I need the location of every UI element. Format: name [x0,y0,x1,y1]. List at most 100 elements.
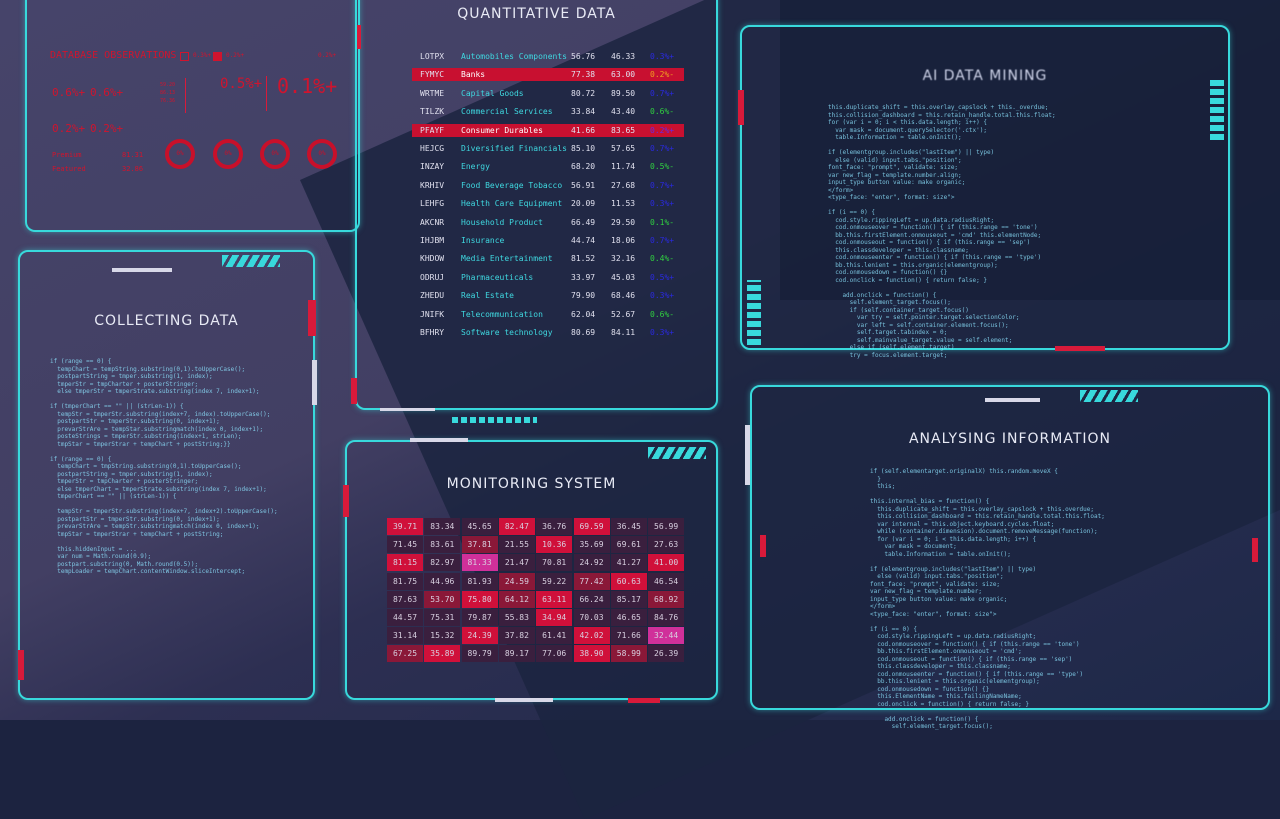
cell-a: 79.90 [571,291,596,301]
cell-b: 43.40 [611,107,636,117]
heatmap-cell: 71.45 [387,536,423,554]
heatmap-cell: 37.81 [461,536,498,554]
heatmap-cell: 89.17 [498,645,535,663]
observations-panel [25,0,360,232]
cell-c: 0.6%- [650,107,675,117]
cell-b: 52.67 [611,309,636,319]
collecting-code-block: if (range == 0) { tempChart = tempString… [50,358,278,575]
ai-data-mining-panel [740,25,1230,350]
quantitative-title: QUANTITATIVE DATA [457,6,616,22]
heatmap-cell: 89.79 [461,645,498,663]
heatmap-cell: 71.66 [610,627,647,645]
cell-name: Software technology [461,328,553,337]
ai-data-mining-title: AI DATA MINING [922,68,1048,84]
heatmap-cell: 46.65 [610,609,647,626]
cell-name: Capital Goods [461,88,524,98]
heatmap-cell: 45.65 [461,518,498,535]
heatmap-cell: 21.55 [498,536,535,554]
heatmap-cell: 81.75 [387,572,423,590]
metric-value: 0.2%+ [90,122,124,135]
cell-c: 0.7%+ [650,88,675,98]
cell-code: PFAYF [420,125,445,135]
cell-name: Automobiles Components [461,52,567,61]
heatmap-cell: 35.89 [424,645,461,663]
cell-name: Diversified Financials [461,144,567,153]
heatmap-cell: 36.76 [536,518,573,535]
heatmap-cell: 60.63 [610,572,647,590]
legend-box-filled-icon [213,52,222,61]
heatmap-cell: 34.94 [536,609,573,626]
cell-b: 27.68 [611,180,636,190]
analysing-information-panel [750,385,1270,710]
cell-c: 0.3%+ [650,291,675,301]
cell-c: 0.7%+ [650,144,675,153]
heatmap-cell: 81.15 [387,554,423,572]
cell-code: INZAY [420,162,445,172]
heatmap-cell: 58.99 [610,645,647,663]
heatmap-cell: 21.47 [498,554,535,572]
collecting-data-panel [18,250,315,700]
cell-c: 0.5%+ [650,272,675,282]
cell-name: Commercial Services [461,107,553,117]
metric-value: 0.2%+ [52,122,86,135]
heatmap-cell: 15.32 [424,627,461,645]
cell-code: WRTME [420,88,445,98]
analysing-title: ANALYSING INFORMATION [908,431,1112,447]
heatmap-cell: 38.90 [573,645,610,663]
cell-code: LEHFG [420,199,445,209]
cell-code: TILZK [420,107,445,117]
cell-a: 62.04 [571,309,596,319]
collecting-data-title: COLLECTING DATA [94,313,239,329]
heatmap-cell: 63.11 [536,590,573,608]
cell-b: 11.53 [611,199,636,209]
cell-name: Energy [461,162,490,172]
cell-c: 0.3%+ [650,52,675,61]
panel-marker [355,25,361,49]
cell-c: 0.3%+ [650,328,675,337]
cell-a: 80.69 [571,328,596,337]
heatmap-cell: 77.06 [536,645,573,663]
analysing-code-block: if (self.elementarget.originalX) this.ra… [870,468,1105,730]
heatmap-cell: 36.45 [610,518,647,535]
cell-name: Telecommunication [461,309,543,319]
cell-name: Media Entertainment [461,254,553,264]
heatmap-cell: 26.39 [648,645,685,663]
heatmap-cell: 68.92 [648,590,685,608]
cell-c: 0.2%+ [650,125,675,135]
heatmap-cell: 82.47 [498,518,535,535]
heatmap-cell: 81.33 [461,554,498,572]
cell-c: 0.7%+ [650,236,675,245]
cell-c: 0.3%+ [650,199,675,209]
quantitative-data-panel [355,0,718,410]
heatmap-cell: 64.12 [498,590,535,608]
cell-code: IHJBM [420,236,445,245]
cell-b: 46.33 [611,52,636,61]
cell-b: 68.46 [611,291,636,301]
heatmap-cell: 59.22 [536,572,573,590]
heatmap-cell: 10.36 [536,536,573,554]
progress-ring: 0% [307,139,337,169]
cell-a: 56.76 [571,52,596,61]
heatmap-cell: 70.81 [536,554,573,572]
cell-a: 68.20 [571,162,596,172]
heatmap-cell: 77.42 [573,572,610,590]
heatmap-cell: 82.97 [424,554,461,572]
metric-value: 0.6%+ [52,86,86,99]
heatmap-cell: 46.54 [648,572,685,590]
cell-b: 57.65 [611,144,636,153]
cell-a: 80.72 [571,88,596,98]
cell-code: LOTPX [420,52,445,61]
cell-name: Household Product [461,217,543,227]
heatmap-cell: 44.96 [424,572,461,590]
cell-code: BFHRY [420,328,445,337]
ai-code-block: this.duplicate_shift = this.overlay_caps… [828,104,1056,359]
metric-value: 0.6%+ [90,86,124,99]
